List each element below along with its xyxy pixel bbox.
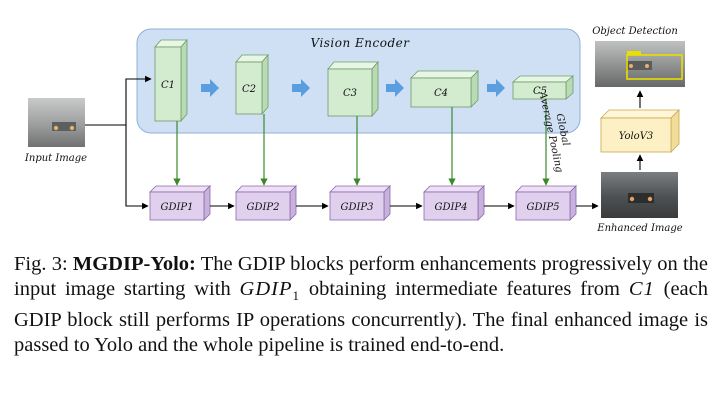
encoder-block-c2: C2 — [235, 53, 269, 116]
encoder-block-c1: C1 — [154, 38, 188, 123]
gdip-block-4: GDIP4 — [423, 185, 485, 221]
blue-arrow-c2-c3 — [292, 79, 310, 97]
encoder-block-c3: C3 — [327, 60, 379, 118]
input-to-c1-arrow — [85, 75, 152, 126]
caption-math-gdip: GDIP1 — [239, 278, 301, 304]
object-detection-label: Object Detection — [592, 26, 678, 37]
c5-label: C5 — [533, 86, 547, 97]
mgdip-yolo-diagram: Vision Encoder Input Image C1 C2 C3 C4 — [24, 26, 685, 234]
input-image-label: Input Image — [24, 153, 87, 164]
enhanced-image-label: Enhanced Image — [596, 223, 682, 234]
caption-title: MGDIP-Yolo: — [72, 253, 196, 275]
encoder-block-c5: C5 — [511, 75, 575, 100]
gdip2-label: GDIP2 — [246, 202, 279, 213]
input-to-gdip1-arrow — [125, 125, 149, 210]
gdip4-label: GDIP4 — [434, 202, 467, 213]
c3-label: C3 — [343, 88, 357, 99]
blue-arrow-c3-c4 — [386, 79, 404, 97]
gdip1-label: GDIP1 — [160, 202, 193, 213]
caption-prefix: Fig. 3: — [14, 253, 68, 275]
caption-text-1: The GDIP blocks perform enhancements pro… — [14, 253, 708, 300]
caption-text-2: obtaining intermediate features from — [308, 278, 620, 300]
yolov3-label: YoloV3 — [619, 131, 654, 142]
c2-label: C2 — [242, 84, 256, 95]
gdip5-label: GDIP5 — [526, 202, 559, 213]
encoder-block-c4: C4 — [410, 70, 479, 108]
feature-arrows — [173, 99, 550, 186]
gdip-block-2: GDIP2 — [235, 185, 297, 221]
encoder-flow-arrows — [201, 79, 505, 97]
c4-label: C4 — [434, 88, 448, 99]
object-detection-image — [595, 41, 685, 87]
blue-arrow-c4-c5 — [487, 79, 505, 97]
figure-caption: Fig. 3: MGDIP-Yolo: The GDIP blocks perf… — [14, 252, 708, 358]
vision-encoder-title: Vision Encoder — [310, 36, 410, 50]
yolov3-block: YoloV3 — [600, 109, 680, 153]
gdip-block-1: GDIP1 — [149, 185, 211, 221]
input-image — [28, 98, 85, 147]
caption-math-c1: C1 — [628, 278, 655, 300]
caption-text-3: (each GDIP block still performs IP opera… — [14, 278, 708, 357]
gdip3-label: GDIP3 — [340, 202, 373, 213]
detection-bounding-box — [626, 54, 683, 80]
gdip-block-5: GDIP5 — [515, 185, 577, 221]
blue-arrow-c1-c2 — [201, 79, 219, 97]
gdip-block-3: GDIP3 — [329, 185, 391, 221]
enhanced-image — [601, 172, 678, 218]
c1-label: C1 — [161, 80, 175, 91]
